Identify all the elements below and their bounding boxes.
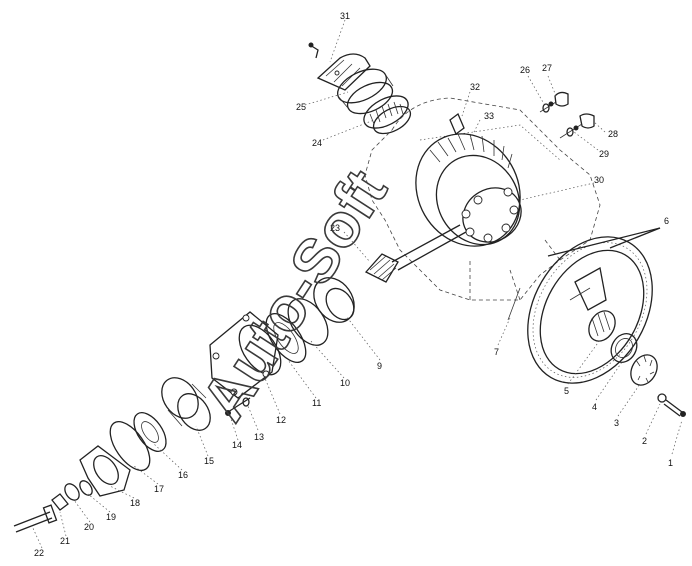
callout-33: 33: [484, 111, 494, 121]
part-13-14-cage-bolt: [225, 397, 251, 416]
callout-13: 13: [254, 432, 264, 442]
callout-25: 25: [296, 102, 306, 112]
part-26-27-vent-plug: [539, 91, 569, 113]
callout-4: 4: [592, 402, 597, 412]
callout-11: 11: [312, 398, 321, 408]
callout-32: 32: [470, 82, 480, 92]
part-12-pinion-cage: [209, 311, 282, 399]
callout-12: 12: [276, 415, 286, 425]
callout-27: 27: [542, 63, 552, 73]
part-19-20-21-washer-nut: [51, 480, 93, 511]
callout-6: 6: [664, 216, 669, 226]
callout-15: 15: [204, 456, 214, 466]
part-7-stud: [507, 287, 521, 321]
callout-10: 10: [340, 378, 350, 388]
callout-labels: 31 25 24 32 33 26 27 28 29 30 23 6 7 9 1…: [34, 11, 673, 558]
part-22-bolt: [13, 504, 58, 533]
leader-lines: [31, 19, 683, 549]
part-16-17-oil-seal: [109, 412, 167, 471]
part-15-bearing-cone: [161, 377, 211, 431]
part-10-11-spacer-shim: [265, 298, 329, 363]
part-28-29-fill-plug: [559, 113, 595, 139]
part-18-yoke-flange: [79, 445, 131, 497]
callout-31: 31: [340, 11, 350, 21]
callout-3: 3: [614, 418, 619, 428]
callout-1: 1: [668, 458, 673, 468]
callout-19: 19: [106, 512, 116, 522]
part-2-1-lock-bolt: [657, 393, 686, 417]
callout-14: 14: [232, 440, 242, 450]
part-23-pinion-gear: [364, 224, 467, 283]
callout-20: 20: [84, 522, 94, 532]
callout-16: 16: [178, 470, 188, 480]
ring-gear-carrier: [415, 112, 522, 247]
callout-29: 29: [599, 149, 609, 159]
callout-2: 2: [642, 436, 647, 446]
callout-30: 30: [594, 175, 604, 185]
part-31-bearing-cap: [308, 42, 371, 91]
part-6-differential-cover: [527, 236, 653, 384]
callout-18: 18: [130, 498, 140, 508]
part-3-adjuster-ring: [630, 354, 658, 386]
watermark-text: Auto-Soft: [189, 158, 401, 432]
differential-housing: [364, 97, 601, 301]
callout-5: 5: [564, 386, 569, 396]
part-5-bearing-cone: [588, 310, 616, 342]
part-24-roller-bearing: [363, 95, 412, 135]
part-25-bearing-cup: [337, 68, 394, 115]
callout-22: 22: [34, 548, 44, 558]
callout-26: 26: [520, 65, 530, 75]
callout-9: 9: [377, 361, 382, 371]
callout-21: 21: [60, 536, 70, 546]
callout-24: 24: [312, 138, 322, 148]
part-4-bearing-cup: [610, 333, 638, 363]
callout-28: 28: [608, 129, 618, 139]
callout-23: 23: [330, 223, 340, 233]
callout-17: 17: [154, 484, 164, 494]
callout-7: 7: [494, 347, 499, 357]
